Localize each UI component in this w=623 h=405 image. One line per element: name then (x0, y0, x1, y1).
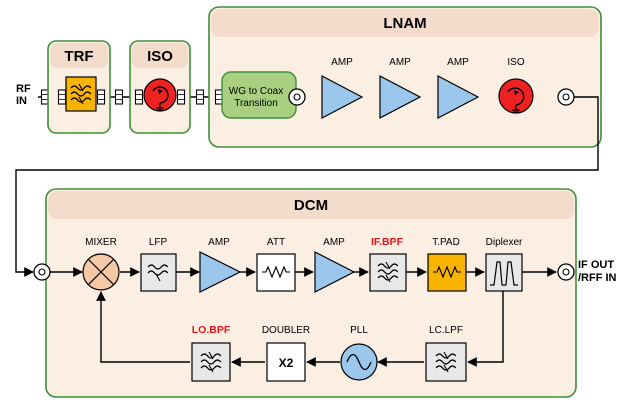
tpad-resistor-icon (433, 265, 461, 279)
dcm-amp1-icon (199, 251, 242, 293)
lnam-isolator-icon (498, 78, 534, 114)
if-out-label: IF OUT (578, 259, 614, 271)
att-label: ATT (267, 237, 285, 248)
dcm-coax-in-icon (33, 263, 51, 281)
lnam-amp3-icon (437, 75, 480, 119)
mixer-icon (82, 253, 120, 291)
lfp-label: LFP (149, 237, 168, 248)
lnam-amp2-label: AMP (389, 57, 411, 68)
trf-title: TRF (64, 48, 93, 65)
lnam-amp2-icon (379, 75, 422, 119)
dcm-amp2-label: AMP (323, 237, 345, 248)
trf-flange-right-icon (96, 89, 106, 105)
dcm-signal-path (50, 267, 557, 367)
dcm-coax-out-icon (557, 263, 575, 281)
trf-module: TRF (47, 40, 111, 134)
lo-bpf-block (191, 342, 231, 382)
rf-in-label: RF (16, 83, 31, 95)
if-bpf-block (369, 253, 407, 292)
att-resistor-icon (262, 265, 290, 279)
lnam-coax-in-icon (288, 88, 306, 106)
if-bpf-label: IF.BPF (371, 236, 404, 248)
isolator-icon (143, 78, 177, 112)
rff-in-label: /RFF IN (578, 272, 617, 284)
lnam-amp1-label: AMP (331, 57, 353, 68)
lfp-block (140, 253, 177, 292)
transition-label-2: Transition (234, 98, 278, 109)
lnam-coax-out-icon (557, 88, 575, 106)
trf-flange-left-icon (57, 89, 67, 105)
tpad-label: T.PAD (432, 237, 460, 248)
pll-label: PLL (350, 325, 368, 336)
dcm-title: DCM (294, 197, 328, 214)
lnam-to-dcm-wire (15, 96, 599, 277)
flange-icon (195, 89, 205, 105)
diplexer-response-icon (490, 261, 518, 286)
lnam-title: LNAM (383, 15, 426, 32)
dcm-amp2-icon (314, 251, 356, 293)
lc-lpf-block (425, 342, 467, 382)
iso-module: ISO (129, 40, 191, 134)
iso-flange-right-icon (176, 89, 186, 105)
iso-title: ISO (147, 48, 173, 65)
trf-filter-block (65, 76, 97, 112)
dcm-amp1-label: AMP (208, 237, 230, 248)
iso-flange-left-icon (134, 89, 144, 105)
lo-bpf-label: LO.BPF (192, 324, 231, 336)
rf-in-label-2: IN (16, 95, 27, 107)
transition-label-1: WG to Coax (229, 86, 283, 97)
mixer-label: MIXER (85, 237, 117, 248)
diplexer-label: Diplexer (486, 237, 523, 248)
flange-icon (114, 89, 124, 105)
lc-lpf-label: LC.LPF (429, 325, 463, 336)
pll-oscillator-icon (340, 343, 378, 381)
lnam-iso-label: ISO (507, 57, 524, 68)
doubler-block (266, 342, 306, 382)
lnam-amp1-icon (321, 75, 364, 119)
dcm-module: DCM (45, 188, 577, 398)
doubler-label: DOUBLER (262, 325, 310, 336)
doubler-x2-text: X2 (279, 356, 294, 370)
lnam-amp3-label: AMP (447, 57, 469, 68)
lnam-module: LNAM WG to Coax Transition AMP AMP AMP I… (208, 6, 602, 148)
